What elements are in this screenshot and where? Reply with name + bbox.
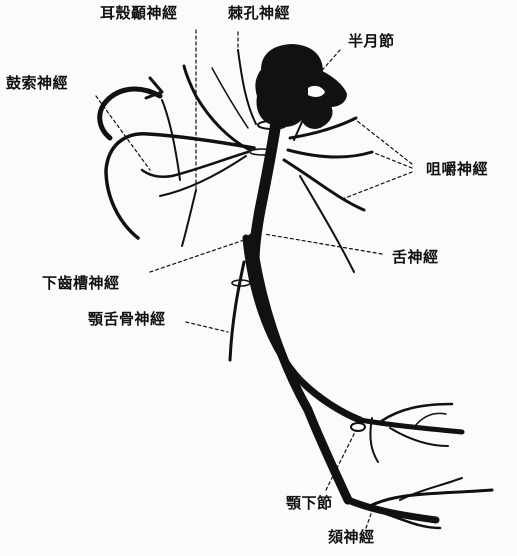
mental-branch-3 [400,478,462,500]
submandibular-ganglion-shape [351,423,365,431]
semilunar-ganglion-shape [256,45,346,128]
mental-branch-1 [372,490,492,505]
label-chorda-tympani: 鼓索神經 [6,76,68,91]
pointer-lingual [264,234,382,254]
label-inferior-alveolar: 下齒槽神經 [42,276,120,291]
label-lingual: 舌神經 [392,250,439,265]
mylohyoid-nerve-path [230,262,244,360]
pointer-masticatory-3 [340,172,412,200]
label-masticatory: 咀嚼神經 [426,162,488,177]
inferior-alveolar-nerve-path [252,238,348,500]
label-mylohyoid: 顎舌骨神經 [88,312,166,327]
chorda-tympani-arc [106,134,254,238]
pointer-mylohyoid [186,322,228,332]
label-spinosus: 棘孔神經 [228,6,290,21]
lingual-branch-4 [415,413,446,426]
masticatory-branch-3 [284,160,364,210]
label-auriculotemporal: 耳殼顳神經 [100,6,178,21]
main-trunk [254,122,276,262]
masticatory-branch-2 [288,150,372,157]
auriculotemporal-branch-5 [182,190,196,246]
label-semilunar-ganglion: 半月節 [348,34,395,49]
pointer-inferior-alveolar [150,238,250,272]
label-submandibular-ganglion: 顎下節 [286,496,333,511]
spinosus-nerve-path [238,50,256,124]
label-mandibular: 頦神經 [328,530,375,545]
auriculotemporal-branch-4 [162,100,180,180]
lingual-terminal [360,420,462,432]
